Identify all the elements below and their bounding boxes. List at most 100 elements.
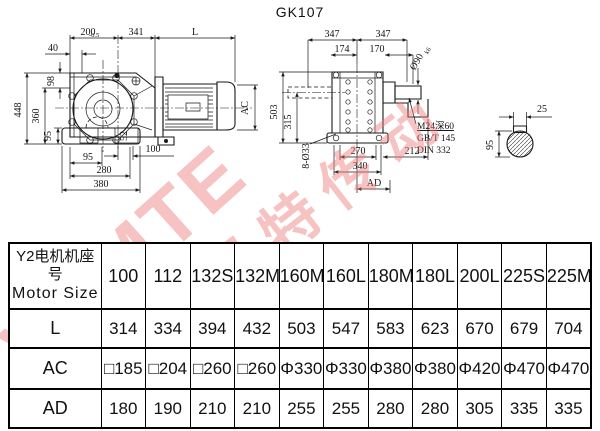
dim-52: 52 (119, 131, 130, 141)
side-view: 52 (13, 27, 258, 193)
cell: □260 (234, 347, 280, 390)
dim-95-left: 95 (43, 131, 54, 141)
cell: 335 (501, 388, 547, 429)
housing-outline (70, 73, 155, 137)
cell: 210 (234, 388, 280, 429)
table-row-L: L 314 334 394 432 503 547 583 623 670 67… (8, 308, 592, 349)
dim-341: 341 (129, 27, 144, 38)
front-base (327, 133, 388, 143)
header-label-cell: Y2电机机座号 Motor Size (8, 242, 102, 310)
front-bolts (333, 72, 382, 141)
col-header: 225M (545, 242, 592, 310)
dim-95-bottom: 95 (83, 152, 93, 163)
front-view-dimensions: 347 347 174 170 Ø90 k6 503 (269, 29, 455, 193)
header-label-en: Motor Size (12, 285, 99, 302)
motor-flange (155, 77, 163, 137)
dim-270: 270 (351, 146, 366, 157)
cell: 210 (189, 388, 236, 429)
dim-AC: AC (240, 101, 251, 115)
cell: Φ470 (545, 347, 592, 390)
dim-170: 170 (370, 44, 385, 55)
motor-fan-cover (217, 82, 235, 130)
dim-347-left: 347 (325, 29, 340, 40)
cell: 503 (278, 308, 325, 349)
cell: Φ380 (412, 347, 458, 390)
cell: 623 (412, 308, 458, 349)
dim-200-tol: -0.5 (89, 32, 99, 39)
cell: 190 (145, 388, 191, 429)
cell: 335 (545, 388, 592, 429)
note-din: DIN 332 (417, 146, 451, 156)
cell: 255 (323, 388, 369, 429)
dim-L: L (192, 27, 198, 38)
cell: □185 (100, 347, 147, 390)
drain-arc (86, 117, 108, 128)
cell: 334 (145, 308, 191, 349)
front-view: 347 347 174 170 Ø90 k6 503 (269, 29, 455, 193)
col-header: 180M (367, 242, 414, 310)
page-title: GK107 (275, 4, 325, 20)
table-row-AD: AD 180 190 210 210 255 255 280 280 305 3… (8, 388, 592, 429)
cell: Φ380 (367, 347, 414, 390)
technical-drawing: 52 (13, 27, 600, 240)
table-row-AC: AC □185 □204 □260 □260 Φ330 Φ330 Φ380 Φ3… (8, 347, 592, 390)
cell: 280 (412, 388, 458, 429)
dim-200: 200 (81, 27, 96, 38)
col-header: 180L (412, 242, 458, 310)
motor-fins (165, 88, 213, 127)
col-header: 160M (278, 242, 325, 310)
col-header: 160L (323, 242, 369, 310)
col-header: 100 (100, 242, 147, 310)
cell: 583 (367, 308, 414, 349)
note-tap-hole: M24深60 (417, 121, 454, 132)
cell: 180 (100, 388, 147, 429)
shaft-section-circle (507, 131, 533, 157)
side-view-dimensions: 200 -0.5 341 L 40 448 360 9 (13, 27, 258, 193)
header-label-cn: Y2电机机座号 (16, 248, 95, 283)
note-gbt: GB/T 145 (417, 134, 455, 144)
row-label: AD (8, 388, 102, 429)
table-header-row: Y2电机机座号 Motor Size 100 112 132S 132M 160… (8, 242, 592, 310)
dim-25: 25 (537, 104, 547, 115)
housing-base (62, 128, 140, 144)
foot-section-left (80, 128, 98, 143)
dim-280: 280 (97, 165, 112, 176)
cell: 547 (323, 308, 369, 349)
dim-98: 98 (46, 76, 57, 86)
dim-347-right: 347 (376, 29, 391, 40)
dim-503: 503 (269, 105, 280, 120)
vent-plug (132, 77, 140, 85)
dim-100: 100 (146, 144, 161, 155)
cell: 679 (501, 308, 547, 349)
cell: □260 (189, 347, 236, 390)
cell: 255 (278, 388, 325, 429)
dim-315: 315 (283, 115, 294, 130)
col-header: 200L (456, 242, 503, 310)
cell: Φ330 (323, 347, 369, 390)
dim-360: 360 (31, 109, 42, 124)
dim-8d33: 8-Ø33 (301, 143, 312, 169)
dim-448: 448 (13, 103, 24, 118)
foot-section-right (115, 128, 138, 143)
cell: 704 (545, 308, 592, 349)
dim-212: 212 (405, 146, 420, 157)
shaft-section-dimensions: 25 95 (485, 104, 552, 157)
cell: Φ420 (456, 347, 503, 390)
dim-shaft-dia: Ø90 k6 (408, 46, 433, 73)
oil-plug (114, 72, 120, 79)
dim-380: 380 (94, 179, 109, 190)
cell: 305 (456, 388, 503, 429)
cell: □204 (145, 347, 191, 390)
cell: 394 (189, 308, 236, 349)
col-header: 132M (234, 242, 280, 310)
cell: Φ470 (501, 347, 547, 390)
dim-40: 40 (48, 43, 58, 54)
dim-AD: AD (367, 178, 381, 189)
flange-bolts (69, 75, 138, 144)
cell: 432 (234, 308, 280, 349)
cell: 670 (456, 308, 503, 349)
col-header: 225S (501, 242, 547, 310)
row-label: AC (8, 347, 102, 390)
bell-foot (158, 137, 174, 145)
cell: 314 (100, 308, 147, 349)
